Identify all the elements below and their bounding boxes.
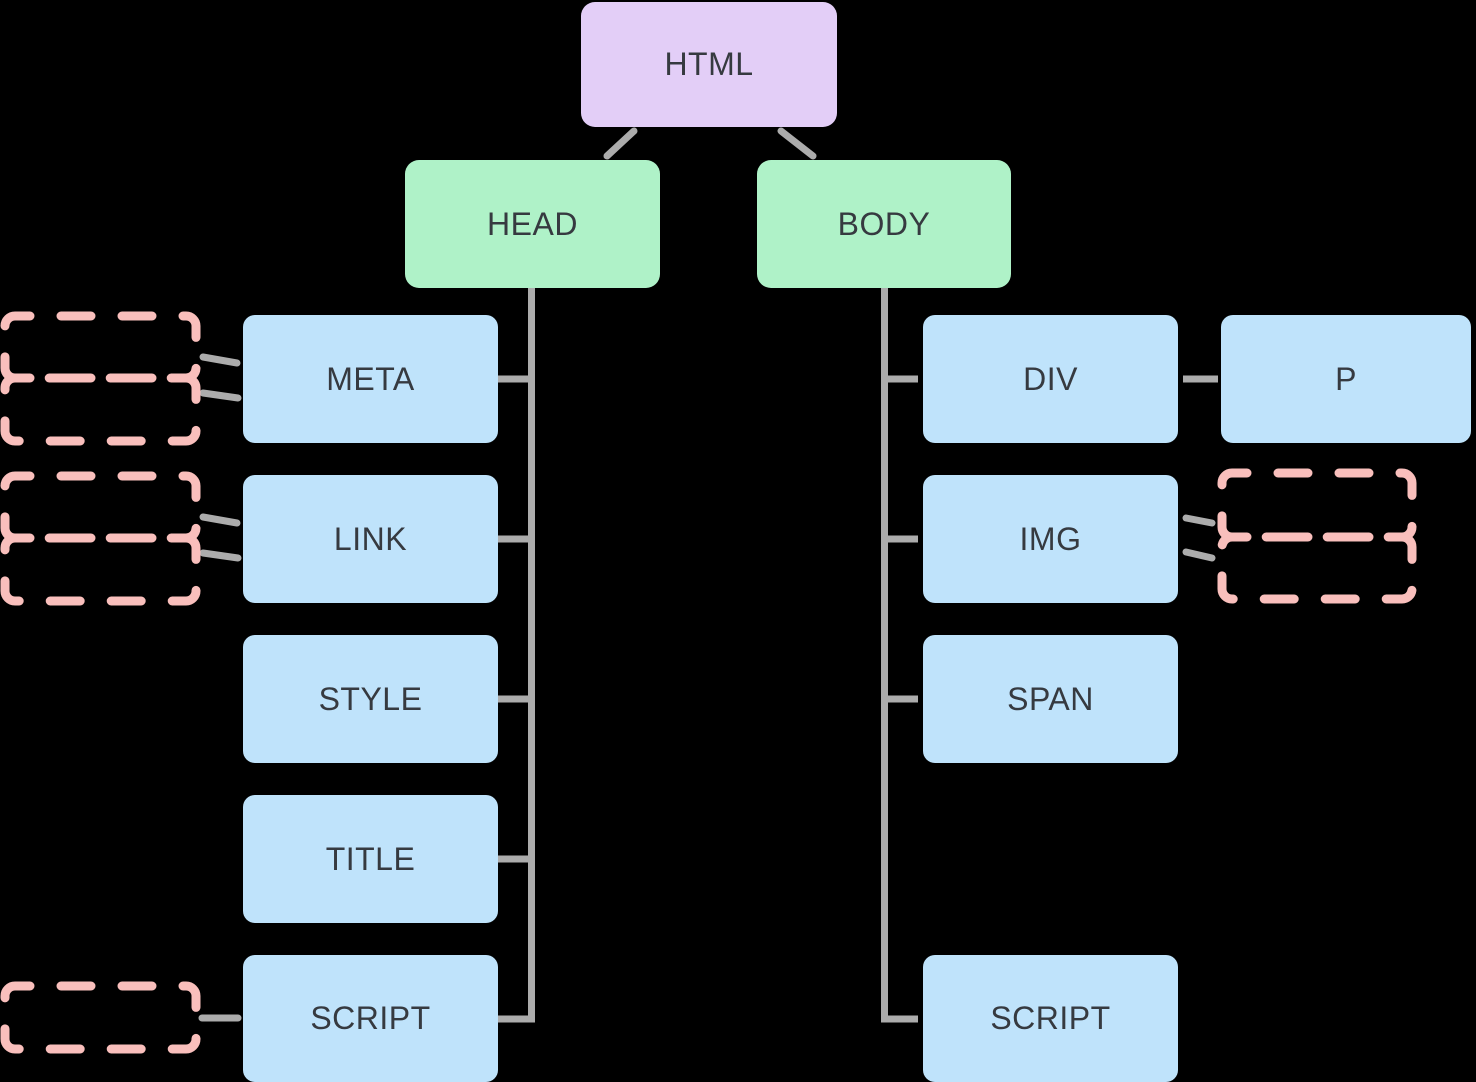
node-style[interactable]: STYLE: [243, 635, 498, 763]
placeholder-img-attr-1[interactable]: [1217, 468, 1417, 542]
placeholder-img-attr-2[interactable]: [1217, 532, 1417, 604]
node-html[interactable]: HTML: [581, 2, 837, 127]
node-body-label: BODY: [837, 205, 931, 242]
node-p[interactable]: P: [1221, 315, 1471, 443]
placeholder-meta-attr-1[interactable]: [0, 311, 201, 383]
connector-img-attr-1: [1182, 514, 1216, 527]
node-body-script-label: SCRIPT: [990, 1000, 1111, 1036]
node-img[interactable]: IMG: [923, 475, 1178, 603]
connector-meta-attr-2: [199, 389, 242, 402]
placeholder-link-attr-1[interactable]: [0, 471, 201, 543]
connector-html-head: [603, 127, 638, 160]
node-title-label: TITLE: [325, 840, 416, 877]
node-body[interactable]: BODY: [757, 160, 1011, 288]
node-style-label: STYLE: [318, 680, 423, 717]
node-span-label: SPAN: [1007, 680, 1094, 717]
node-img-label: IMG: [1019, 520, 1082, 557]
placeholder-meta-attr-2[interactable]: [0, 373, 201, 446]
node-span[interactable]: SPAN: [923, 635, 1178, 763]
node-link[interactable]: LINK: [243, 475, 498, 603]
node-body-script[interactable]: SCRIPT: [923, 955, 1178, 1082]
node-head-script[interactable]: SCRIPT: [243, 955, 498, 1082]
placeholder-script-attr[interactable]: [0, 981, 201, 1054]
node-head-script-label: SCRIPT: [310, 1000, 431, 1036]
placeholder-link-attr-2[interactable]: [0, 533, 201, 606]
node-p-label: P: [1335, 360, 1357, 397]
node-head-label: HEAD: [487, 205, 578, 242]
node-title[interactable]: TITLE: [243, 795, 498, 923]
connector-img-attr-2: [1182, 548, 1216, 562]
connector-link-attr-2: [199, 549, 242, 562]
node-head[interactable]: HEAD: [405, 160, 660, 288]
connector-meta-attr-1: [199, 353, 241, 367]
node-html-label: HTML: [664, 46, 754, 82]
node-meta[interactable]: META: [243, 315, 498, 443]
connector-html-body: [777, 127, 817, 160]
node-div-label: DIV: [1023, 360, 1078, 397]
node-div[interactable]: DIV: [923, 315, 1178, 443]
connector-link-attr-1: [199, 513, 241, 527]
node-meta-label: META: [326, 360, 415, 397]
node-link-label: LINK: [333, 520, 408, 557]
